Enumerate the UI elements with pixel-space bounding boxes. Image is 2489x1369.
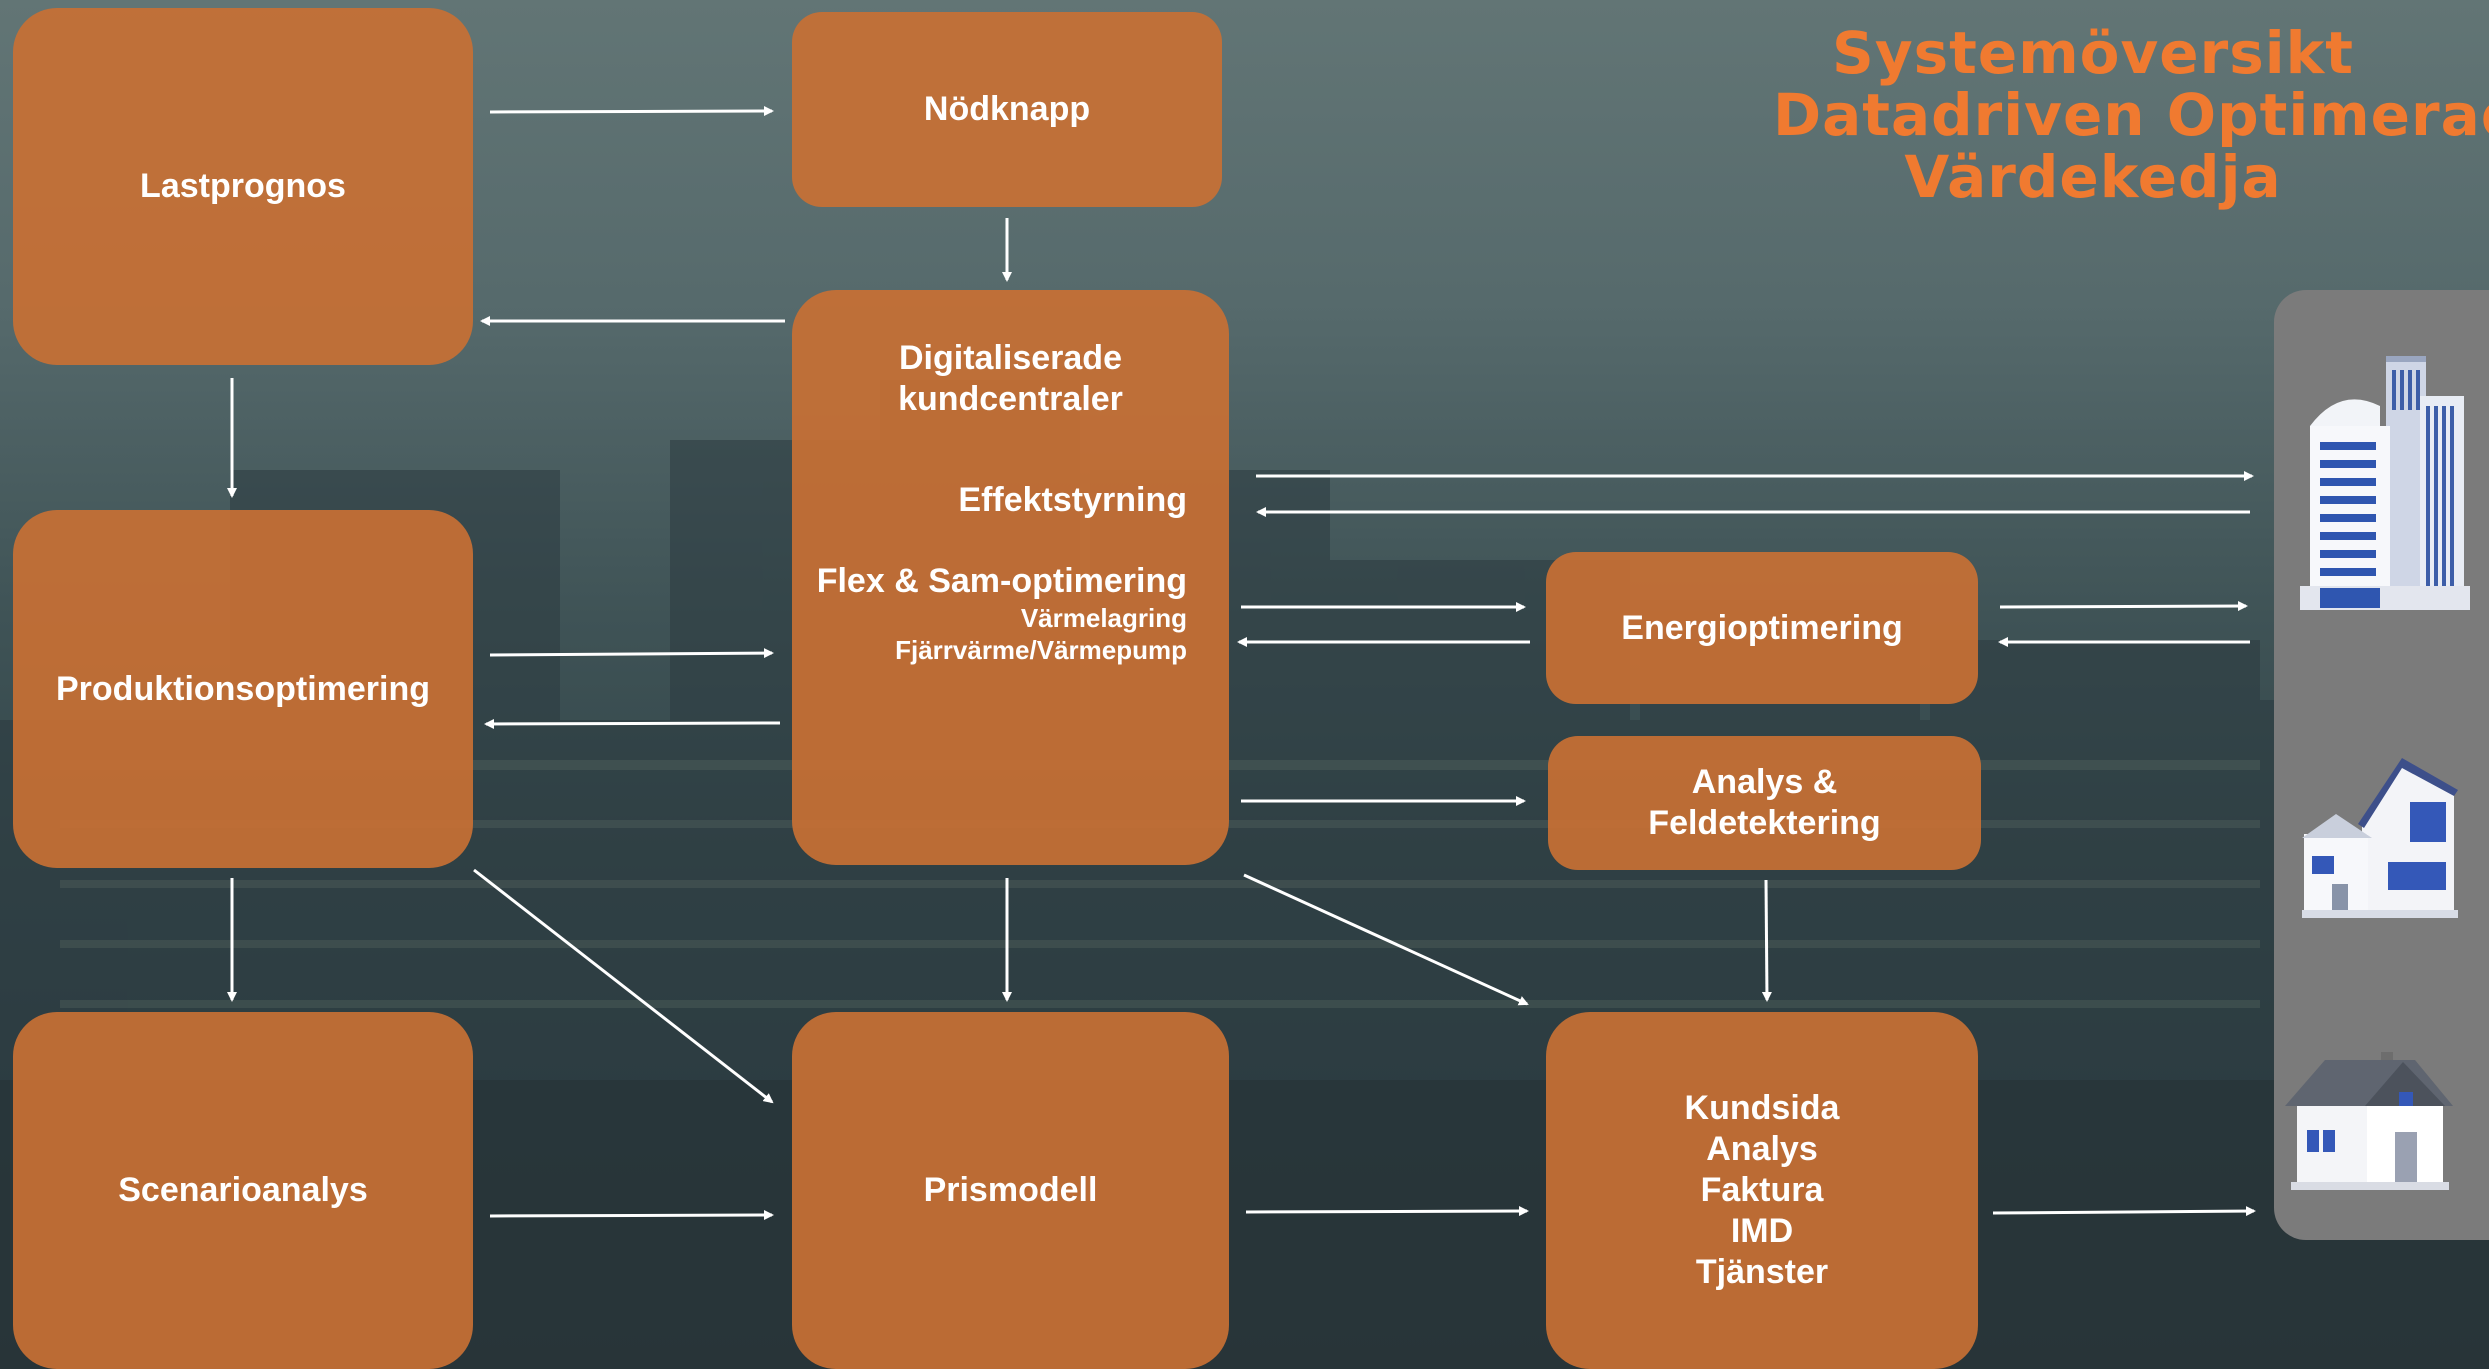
box-lastprognos-label: Lastprognos — [140, 167, 346, 205]
box-nodknapp[interactable]: Nödknapp — [792, 12, 1222, 207]
kundsida-line-5: Tjänster — [1695, 1253, 1829, 1291]
varmelagring-label: Värmelagring — [1020, 603, 1187, 633]
kundsida-line-3: Faktura — [1700, 1171, 1824, 1209]
title-line-3: Värdekedja — [1904, 143, 2282, 211]
digital-title-line-1: Digitaliserade — [899, 339, 1122, 377]
title-line-2: Datadriven Optimerad — [1773, 81, 2489, 149]
diagram-title: Systemöversikt Datadriven Optimerad Värd… — [1773, 19, 2489, 211]
fjarrvarme-label: Fjärrvärme/Värmepump — [895, 635, 1187, 665]
box-energioptimering[interactable]: Energioptimering — [1546, 552, 1978, 704]
box-energioptimering-label: Energioptimering — [1621, 608, 1903, 647]
kundsida-line-4: IMD — [1730, 1212, 1794, 1250]
kundsida-line-2: Analys — [1706, 1130, 1818, 1168]
box-kundsida[interactable]: Kundsida Analys Faktura IMD Tjänster — [1546, 1012, 1978, 1369]
box-scenarioanalys-label: Scenarioanalys — [118, 1171, 368, 1209]
box-lastprognos[interactable]: Lastprognos — [13, 8, 473, 365]
box-produktionsoptimering[interactable]: Produktionsoptimering — [13, 510, 473, 868]
box-analys-feldetektering[interactable]: Analys & Feldetektering — [1548, 736, 1981, 870]
box-prismodell-label: Prismodell — [923, 1171, 1098, 1209]
box-produktionsoptimering-label: Produktionsoptimering — [56, 669, 430, 708]
box-nodknapp-label: Nödknapp — [923, 90, 1091, 128]
title-line-1: Systemöversikt — [1832, 19, 2354, 87]
digital-title-line-2: kundcentraler — [898, 380, 1123, 418]
office-building-icon — [2300, 356, 2470, 610]
analys-line-1: Analys & — [1691, 763, 1838, 801]
modern-villa-icon — [2302, 758, 2458, 918]
flex-sam-label: Flex & Sam-optimering — [816, 562, 1187, 600]
box-prismodell[interactable]: Prismodell — [792, 1012, 1229, 1369]
box-scenarioanalys[interactable]: Scenarioanalys — [13, 1012, 473, 1369]
effektstyrning-label: Effektstyrning — [958, 481, 1187, 519]
analys-line-2: Feldetektering — [1648, 804, 1881, 842]
box-digitaliserade-kundcentraler[interactable]: Digitaliserade kundcentraler Effektstyrn… — [792, 290, 1229, 865]
house-icon — [2285, 1052, 2453, 1190]
kundsida-line-1: Kundsida — [1684, 1089, 1840, 1127]
